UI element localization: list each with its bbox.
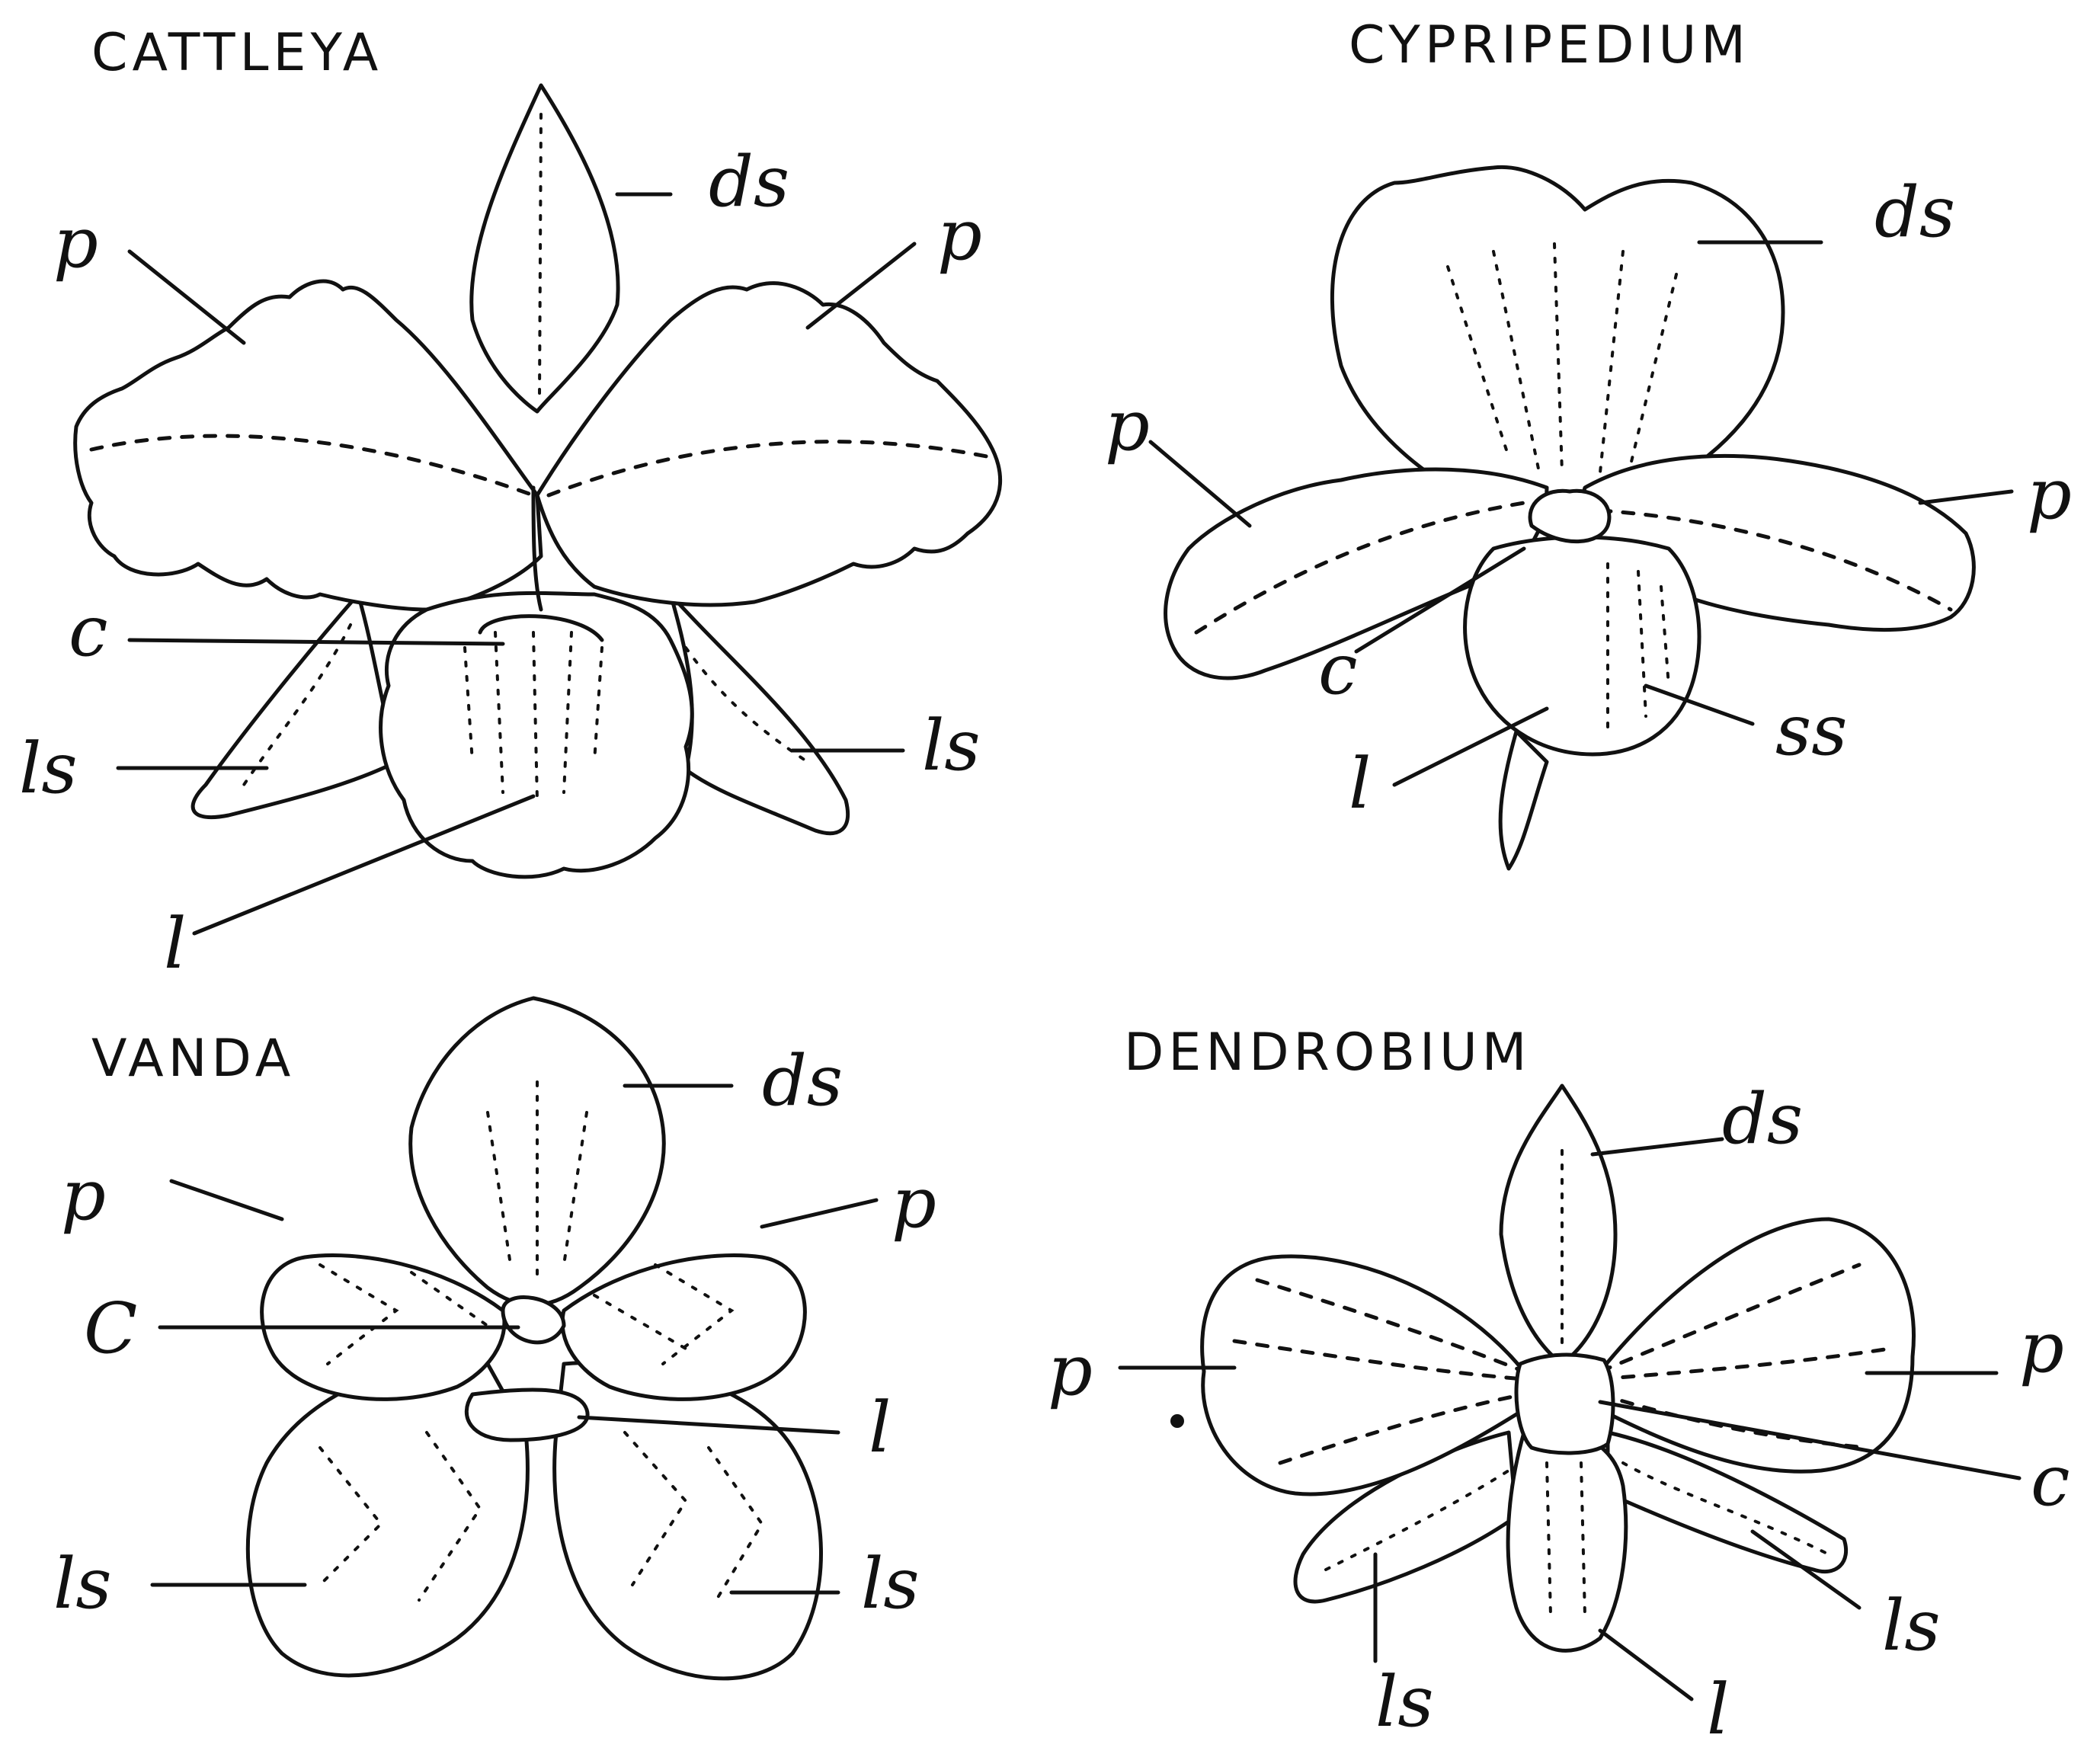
- cypripedium-label-p-left: p: [1105, 385, 1150, 466]
- cattleya-label-p-left: p: [53, 202, 98, 283]
- cattleya-label-p-right: p: [937, 194, 982, 276]
- cattleya-label-ls-left: ls: [19, 728, 78, 809]
- dendrobium-label-p-left: p: [1048, 1330, 1093, 1411]
- vanda-label-p-right: p: [892, 1162, 936, 1243]
- dendrobium-title: DENDROBIUM: [1124, 1023, 1531, 1083]
- dendrobium-label-ls-left: ls: [1375, 1661, 1434, 1738]
- vanda-label-c: C: [84, 1288, 137, 1369]
- cattleya-label-ds: ds: [709, 141, 789, 222]
- cypripedium-flower-drawing: [1166, 167, 1974, 869]
- cattleya-flower-drawing: [75, 85, 1000, 877]
- cattleya-title: CATTLEYA: [91, 23, 383, 83]
- dendrobium-panel: DENDROBIUM ds p p c: [1048, 1023, 2070, 1738]
- cypripedium-panel: CYPRIPEDIUM ds p p c ss: [1105, 15, 2072, 869]
- cattleya-label-ls-right: ls: [922, 705, 981, 786]
- cypripedium-label-ds: ds: [1874, 171, 1955, 253]
- cattleya-panel: CATTLEYA ds p p: [19, 23, 1000, 984]
- cattleya-label-l: l: [164, 903, 186, 984]
- cattleya-label-c: c: [69, 591, 108, 672]
- dendrobium-label-ls-right: ls: [1882, 1585, 1941, 1666]
- cypripedium-label-l: l: [1349, 743, 1371, 824]
- dendrobium-label-ds: ds: [1722, 1078, 1803, 1160]
- cypripedium-label-ss: ss: [1775, 690, 1847, 771]
- vanda-label-p-left: p: [61, 1154, 106, 1236]
- vanda-label-ls-right: ls: [861, 1543, 920, 1624]
- dendrobium-label-p-right: p: [2019, 1307, 2064, 1388]
- dendrobium-label-l: l: [1707, 1669, 1729, 1738]
- vanda-title: VANDA: [91, 1029, 295, 1089]
- vanda-label-ds: ds: [762, 1040, 843, 1122]
- cypripedium-label-p-right: p: [2027, 453, 2072, 535]
- vanda-label-ls-left: ls: [53, 1543, 112, 1624]
- cypripedium-label-c: c: [1318, 629, 1358, 710]
- vanda-flower-drawing: [248, 998, 821, 1679]
- vanda-label-l: l: [869, 1387, 891, 1468]
- vanda-panel: VANDA ds p p C l ls: [53, 998, 936, 1679]
- cypripedium-title: CYPRIPEDIUM: [1349, 15, 1750, 75]
- dendrobium-label-c: c: [2031, 1440, 2070, 1522]
